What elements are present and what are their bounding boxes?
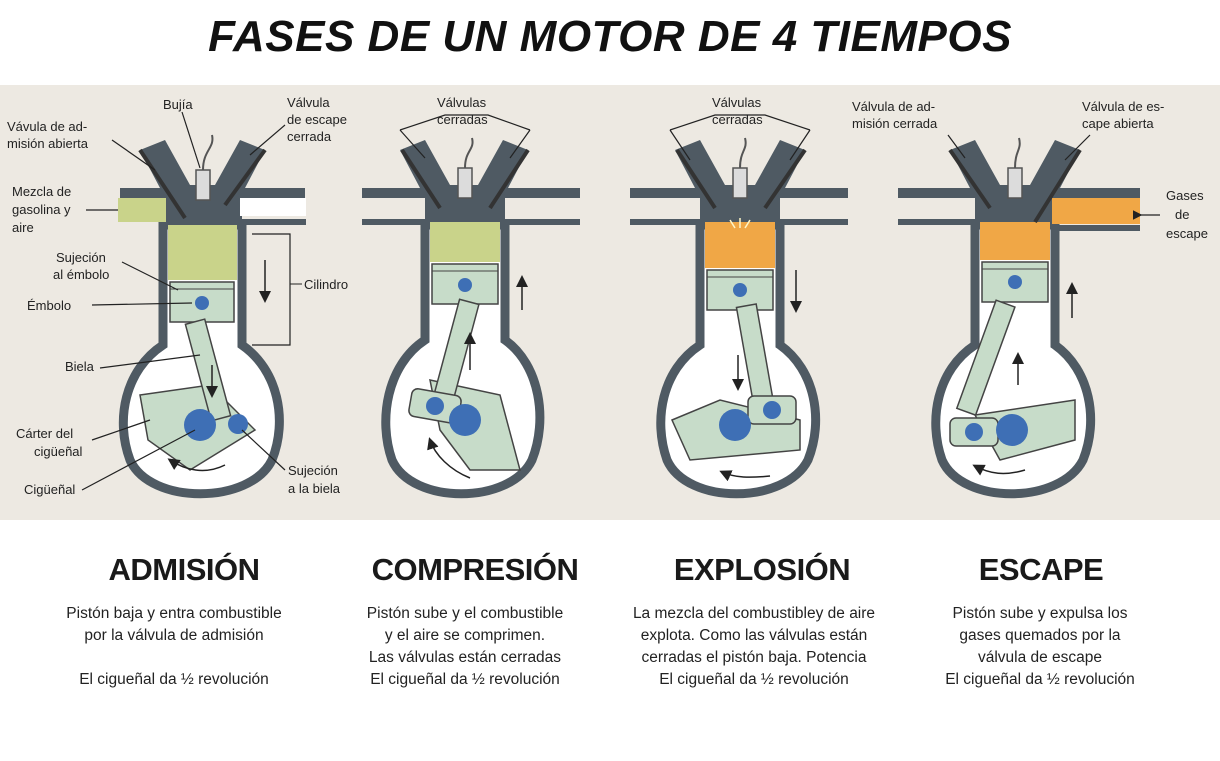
label-gases-escape-2: de [1175,207,1189,222]
phase-title-explosion: EXPLOSIÓN [673,552,851,587]
desc-line: El cigueñal da ½ revolución [79,671,269,688]
label-valvula-escape-cerrada-2: de escape [287,112,347,127]
label-mezcla-1: Mezcla de [12,184,71,199]
intake-valve [948,148,992,210]
exhaust-valve [223,148,267,207]
crankshaft-pin [449,404,481,436]
cylinder-head [362,140,580,225]
label-embolo: Émbolo [27,298,71,313]
desc-line: gases quemados por la [959,627,1121,644]
desc-line: El cigueñal da ½ revolución [945,671,1135,688]
label-biela: Biela [65,359,95,374]
exhaust-gases [980,222,1050,260]
label-mezcla-3: aire [12,220,34,235]
label-valvulas-cerradas-a-1: Válvulas [437,95,487,110]
label-valvulas-cerradas-b-1: Válvulas [712,95,762,110]
crankshaft-pin [719,409,751,441]
intake-valve [675,148,717,210]
label-valvula-escape-abierta-2: cape abierta [1082,116,1154,131]
spark-plug [1007,167,1023,199]
label-valvula-escape-cerrada-3: cerrada [287,129,332,144]
label-valvula-admision-cerrada-1: Válvula de ad- [852,99,935,114]
label-valvulas-cerradas-a-2: cerradas [437,112,488,127]
engine-escape [898,137,1160,499]
label-sujecion-biela-1: Sujeción [288,463,338,478]
desc-line: Las válvulas están cerradas [368,649,562,666]
exhaust-port [240,198,306,216]
exhaust-valve [488,148,530,210]
label-valvula-escape-cerrada-1: Válvula [287,95,330,110]
intake-valve [400,148,442,210]
label-sujecion-biela-2: a la biela [288,481,341,496]
fresh-mixture [168,225,237,280]
exhaust-gas-port [1052,198,1140,224]
desc-line: El cigueñal da ½ revolución [370,671,560,688]
label-valvula-admision-cerrada-2: misión cerrada [852,116,938,131]
desc-line: Pistón sube y el combustible [366,605,564,622]
rod-pin [965,423,983,441]
intake-valve [138,148,187,220]
desc-line: por la válvula de admisión [84,627,264,644]
exhaust-valve [763,148,807,210]
label-ciguenal: Cigüeñal [24,482,75,497]
label-carter-2: cigüeñal [34,444,83,459]
phase-desc-compresion: Pistón sube y el combustible y el aire s… [305,603,625,691]
crankshaft-pin [996,414,1028,446]
connecting-rod [955,299,1016,417]
desc-line: Pistón baja y entra combustible [66,605,282,622]
desc-line: El cigueñal da ½ revolución [659,671,849,688]
label-gases-escape-1: Gases [1166,188,1204,203]
label-valvula-escape-abierta-1: Válvula de es- [1082,99,1164,114]
label-valvulas-cerradas-b-2: cerradas [712,112,763,127]
label-cilindro: Cilindro [304,277,348,292]
spark-plug [457,167,473,199]
label-sujecion-embolo-2: al émbolo [53,267,109,282]
label-bujia: Bujía [163,97,193,112]
desc-line: cerradas el pistón baja. Potencia [641,649,867,666]
phase-title-admision: ADMISIÓN [108,552,261,587]
phase-title-compresion: COMPRESIÓN [371,552,579,587]
exhaust-valve [1033,148,1082,224]
spark-plug [195,169,211,201]
labels: Bujía Válvula de escape cerrada Vávula d… [7,95,1208,497]
spark-icon [729,218,751,229]
desc-line: válvula de escape [977,649,1103,666]
desc-line-blank [14,647,334,669]
rod-pin [426,397,444,415]
intake-port [118,198,166,222]
phase-desc-explosion: La mezcla del combustibley de aire explo… [594,603,914,691]
burning-gas [705,222,775,268]
engine-explosion [630,137,848,499]
label-carter-1: Cárter del [16,426,73,441]
connecting-rod [184,318,232,422]
label-sujecion-embolo-1: Sujeción [56,250,106,265]
crankshaft-pin [184,409,216,441]
page-title: FASES DE UN MOTOR DE 4 TIEMPOS [208,12,1012,61]
phase-desc-escape: Pistón sube y expulsa los gases quemados… [880,603,1200,691]
desc-line: Pistón sube y expulsa los [952,605,1128,622]
label-valvula-admision-abierta-1: Vávula de ad- [7,119,87,134]
label-mezcla-2: gasolina y [12,202,71,217]
rod-pin [228,414,248,434]
label-valvula-admision-abierta-2: misión abierta [7,136,89,151]
callout-lines [81,111,1091,491]
phase-desc-admision: Pistón baja y entra combustible por la v… [14,603,334,691]
engine-admision [118,134,306,499]
rod-pin [763,401,781,419]
desc-line: y el aire se comprimen. [384,627,546,644]
engine-compresion [362,137,580,499]
desc-line: La mezcla del combustibley de aire [632,605,876,622]
label-gases-escape-3: escape [1166,226,1208,241]
spark-plug [732,167,748,199]
desc-line: explota. Como las válvulas están [640,627,868,644]
compressed-mixture [430,222,500,262]
phase-title-escape: ESCAPE [978,552,1104,587]
